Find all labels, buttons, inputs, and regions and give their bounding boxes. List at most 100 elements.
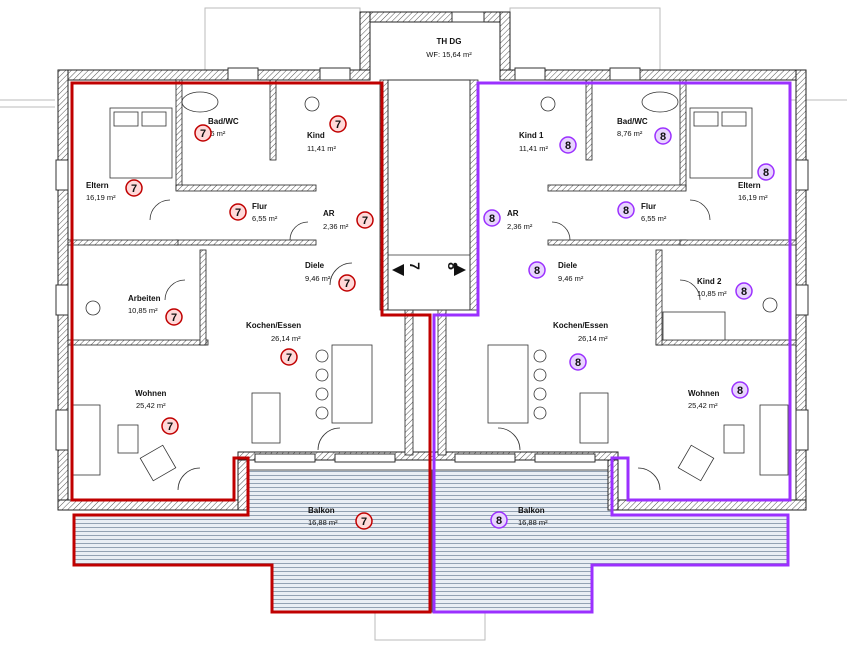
unit-7-outline	[70, 81, 432, 614]
top-room-area: WF: 15,64 m²	[426, 50, 472, 59]
desk-chair-arbeiten-icon	[85, 300, 101, 316]
unit-badge-number: 8	[660, 131, 666, 143]
room-name: Wohnen	[688, 389, 720, 398]
room-name: Wohnen	[135, 389, 167, 398]
room-area: 6,55 m²	[252, 214, 278, 223]
room-name: Flur	[252, 202, 267, 211]
desk-chair-kind1-icon	[540, 96, 556, 112]
unit-8-outline	[432, 81, 792, 614]
unit-badge	[569, 353, 587, 371]
room-area: 9,46 m²	[558, 274, 584, 283]
unit-badge	[731, 381, 749, 399]
room-area: 11,41 m²	[519, 144, 549, 153]
room-name: Kind	[307, 131, 325, 140]
unit-badge	[229, 203, 247, 221]
room-area: 10,85 m²	[697, 289, 727, 298]
desk-chair-kind-icon	[304, 96, 320, 112]
unit-badge	[757, 163, 775, 181]
top-room-name: TH DG	[437, 37, 462, 46]
room-name: Diele	[305, 261, 325, 270]
unit-badge	[356, 211, 374, 229]
room-name: Kochen/Essen	[553, 321, 608, 330]
stair-arrow-left-icon	[392, 264, 404, 276]
unit-badge-number: 8	[737, 385, 743, 397]
unit-badge-number: 8	[763, 167, 769, 179]
room-area: 25,42 m²	[136, 401, 166, 410]
unit-badge	[125, 179, 143, 197]
armchair-right-icon	[677, 444, 715, 482]
room-area: 6,55 m²	[641, 214, 667, 223]
room-name: Bad/WC	[617, 117, 648, 126]
bed-kind2-icon	[662, 311, 726, 341]
bathtub-right-icon	[641, 91, 679, 113]
unit-badge-number: 7	[361, 516, 367, 528]
unit-badge	[735, 282, 753, 300]
unit-badge-number: 7	[171, 312, 177, 324]
stair-label-7: 7	[407, 262, 423, 270]
sofa-right-icon	[759, 404, 789, 476]
unit-badge	[483, 209, 501, 227]
room-name: Eltern	[86, 181, 109, 190]
room-area: 26,14 m²	[271, 334, 301, 343]
windows	[55, 11, 809, 463]
unit-badge-number: 7	[200, 128, 206, 140]
room-area: 2,36 m²	[323, 222, 349, 231]
room-name: Diele	[558, 261, 578, 270]
room-area: 26,14 m²	[578, 334, 608, 343]
unit-badge	[559, 136, 577, 154]
room-name: Balkon	[518, 506, 545, 515]
furniture	[71, 91, 789, 482]
unit-badge	[280, 348, 298, 366]
room-area: 8,76 m²	[617, 129, 643, 138]
sofa-left-icon	[71, 404, 101, 476]
unit-badge-number: 8	[565, 140, 571, 152]
unit-badge-number: 7	[344, 278, 350, 290]
unit-badge	[528, 261, 546, 279]
room-area: 8,76 m²	[200, 129, 226, 138]
unit-badge-number: 8	[534, 265, 540, 277]
room-area: 9,46 m²	[305, 274, 331, 283]
unit-badge	[194, 124, 212, 142]
room-name: AR	[323, 209, 335, 218]
armchair-left-icon	[139, 444, 177, 482]
room-area: 16,19 m²	[738, 193, 768, 202]
room-name: Kind 1	[519, 131, 544, 140]
room-area: 16,88 m²	[518, 518, 548, 527]
room-area: 2,36 m²	[507, 222, 533, 231]
desk-chair-kind2-icon	[762, 297, 778, 313]
unit-badge	[654, 127, 672, 145]
room-name: Flur	[641, 202, 656, 211]
dining-table-right-icon	[579, 392, 609, 444]
stair-arrow-right-icon	[454, 264, 466, 276]
room-name: Balkon	[308, 506, 335, 515]
unit-badge-number: 7	[235, 207, 241, 219]
unit-badge	[355, 512, 373, 530]
stair-label-8: 8	[445, 262, 461, 270]
unit-badge	[338, 274, 356, 292]
kitchen-island-right-icon	[487, 344, 529, 424]
room-area: 25,42 m²	[688, 401, 718, 410]
kitchen-island-left-icon	[331, 344, 373, 424]
doors	[149, 199, 711, 491]
room-area: 11,41 m²	[307, 144, 337, 153]
unit-badge	[165, 308, 183, 326]
unit-badge-number: 8	[623, 205, 629, 217]
interior-walls	[67, 79, 797, 456]
room-name: Kind 2	[697, 277, 722, 286]
room-name: AR	[507, 209, 519, 218]
unit-badge-number: 7	[131, 183, 137, 195]
room-area: 16,19 m²	[86, 193, 116, 202]
unit-badge	[617, 201, 635, 219]
room-name: Eltern	[738, 181, 761, 190]
stairwell	[387, 79, 471, 311]
room-name: Arbeiten	[128, 294, 161, 303]
unit-badge-number: 7	[167, 421, 173, 433]
unit-badge-number: 8	[496, 515, 502, 527]
room-area: 16,88 m²	[308, 518, 338, 527]
unit-badge-number: 8	[741, 286, 747, 298]
unit-badge-number: 8	[575, 357, 581, 369]
room-name: Bad/WC	[208, 117, 239, 126]
dining-table-left-icon	[251, 392, 281, 444]
